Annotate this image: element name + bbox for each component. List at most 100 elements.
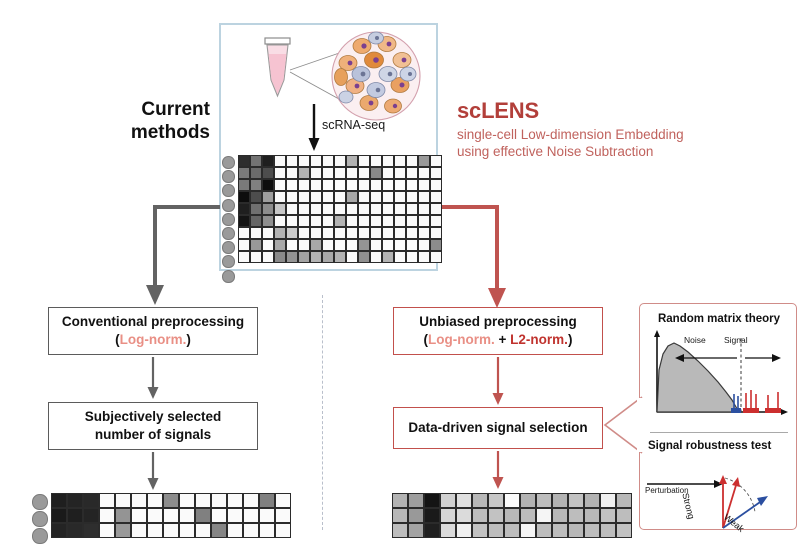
heatmap-cell bbox=[322, 167, 334, 179]
heatmap-cell bbox=[131, 493, 147, 508]
heatmap-cell bbox=[51, 523, 67, 538]
heatmap-cell bbox=[424, 493, 440, 508]
heatmap-cell bbox=[322, 191, 334, 203]
microcentrifuge-tube-icon bbox=[264, 37, 291, 98]
heatmap-cell bbox=[115, 493, 131, 508]
token-plus: + bbox=[494, 332, 511, 347]
sclens-brand-title: scLENS bbox=[457, 98, 539, 123]
heatmap-cell bbox=[238, 239, 250, 251]
heatmap-cell bbox=[504, 493, 520, 508]
heatmap-cell bbox=[358, 203, 370, 215]
heatmap-grid-left bbox=[51, 493, 291, 538]
heatmap-cell bbox=[275, 523, 291, 538]
heatmap-cell bbox=[346, 227, 358, 239]
heatmap-cell bbox=[274, 239, 286, 251]
heatmap-cell bbox=[346, 215, 358, 227]
heatmap-cell bbox=[83, 493, 99, 508]
heatmap-cell bbox=[322, 239, 334, 251]
heatmap-cell bbox=[322, 155, 334, 167]
heatmap-cell bbox=[274, 155, 286, 167]
cell-marker-icon bbox=[222, 255, 235, 269]
heatmap-cell bbox=[536, 523, 552, 538]
heatmap-cell bbox=[584, 508, 600, 523]
token-lognorm: Log-norm. bbox=[428, 332, 495, 347]
heatmap-cell bbox=[259, 493, 275, 508]
heatmap-cell bbox=[520, 493, 536, 508]
heatmap-cell bbox=[298, 251, 310, 263]
cell-marker-icon bbox=[32, 494, 48, 510]
heatmap-cell bbox=[275, 508, 291, 523]
heatmap-cell bbox=[298, 167, 310, 179]
heatmap-cell bbox=[430, 251, 442, 263]
heatmap-cell bbox=[298, 215, 310, 227]
down-arrow-icon bbox=[492, 357, 504, 405]
heatmap-cell bbox=[418, 191, 430, 203]
heatmap-cell bbox=[334, 179, 346, 191]
heatmap-cell bbox=[552, 493, 568, 508]
heatmap-cell bbox=[370, 203, 382, 215]
cell-marker-icon bbox=[222, 269, 235, 283]
heatmap-cell bbox=[472, 493, 488, 508]
heatmap-cell bbox=[322, 179, 334, 191]
heatmap-cell bbox=[456, 523, 472, 538]
heatmap-cell bbox=[334, 239, 346, 251]
heatmap-cell bbox=[211, 508, 227, 523]
heatmap-cell bbox=[83, 523, 99, 538]
heatmap-cell bbox=[115, 508, 131, 523]
heatmap-row bbox=[238, 251, 442, 263]
heatmap-cell bbox=[488, 493, 504, 508]
heatmap-cell bbox=[552, 523, 568, 538]
down-arrow-icon bbox=[147, 357, 159, 399]
heatmap-cell bbox=[195, 493, 211, 508]
heatmap-cell bbox=[286, 239, 298, 251]
heatmap-cell bbox=[179, 493, 195, 508]
signal-robustness-diagram bbox=[647, 475, 768, 529]
heatmap-cell bbox=[262, 167, 274, 179]
heatmap-cell bbox=[394, 155, 406, 167]
heatmap-cell bbox=[394, 191, 406, 203]
heatmap-cell bbox=[274, 215, 286, 227]
heatmap-cell bbox=[131, 508, 147, 523]
heatmap-cell bbox=[274, 179, 286, 191]
heatmap-row bbox=[238, 179, 442, 191]
heatmap-cell bbox=[275, 493, 291, 508]
heatmap-cell bbox=[406, 215, 418, 227]
cell-marker-icon bbox=[222, 170, 235, 184]
heatmap-cell bbox=[430, 167, 442, 179]
heatmap-cell bbox=[418, 203, 430, 215]
box-ddss-text: Data-driven signal selection bbox=[408, 419, 588, 435]
heatmap-cell bbox=[227, 508, 243, 523]
heatmap-cell bbox=[147, 523, 163, 538]
heatmap-cell bbox=[179, 508, 195, 523]
heatmap-cell bbox=[406, 191, 418, 203]
heatmap-cell bbox=[243, 508, 259, 523]
heatmap-row bbox=[238, 191, 442, 203]
left-result-heatmap bbox=[32, 493, 291, 544]
heatmap-cell bbox=[250, 227, 262, 239]
heatmap-cell bbox=[382, 215, 394, 227]
heatmap-row bbox=[238, 239, 442, 251]
heatmap-cell bbox=[394, 167, 406, 179]
heatmap-cell bbox=[310, 227, 322, 239]
heatmap-cell bbox=[394, 215, 406, 227]
cell-marker-icon bbox=[32, 511, 48, 528]
box-data-driven-signal-selection: Data-driven signal selection bbox=[393, 407, 603, 449]
heatmap-cell bbox=[430, 191, 442, 203]
cell-marker-icon bbox=[222, 212, 235, 226]
heatmap-cell bbox=[274, 251, 286, 263]
heatmap-cell bbox=[322, 251, 334, 263]
heatmap-cell bbox=[370, 251, 382, 263]
heatmap-cell bbox=[334, 203, 346, 215]
heatmap-cell bbox=[394, 239, 406, 251]
scrnaseq-label: scRNA-seq bbox=[322, 118, 386, 132]
heatmap-cell bbox=[195, 523, 211, 538]
sclens-brand-subtitle: single-cell Low-dimension Embedding usin… bbox=[457, 127, 684, 160]
heatmap-cell bbox=[382, 167, 394, 179]
cell-marker-column-left bbox=[32, 493, 48, 544]
heatmap-cell bbox=[262, 179, 274, 191]
heatmap-cell bbox=[259, 523, 275, 538]
heatmap-row bbox=[238, 167, 442, 179]
heatmap-cell bbox=[418, 179, 430, 191]
heatmap-cell bbox=[274, 167, 286, 179]
heatmap-cell bbox=[456, 508, 472, 523]
